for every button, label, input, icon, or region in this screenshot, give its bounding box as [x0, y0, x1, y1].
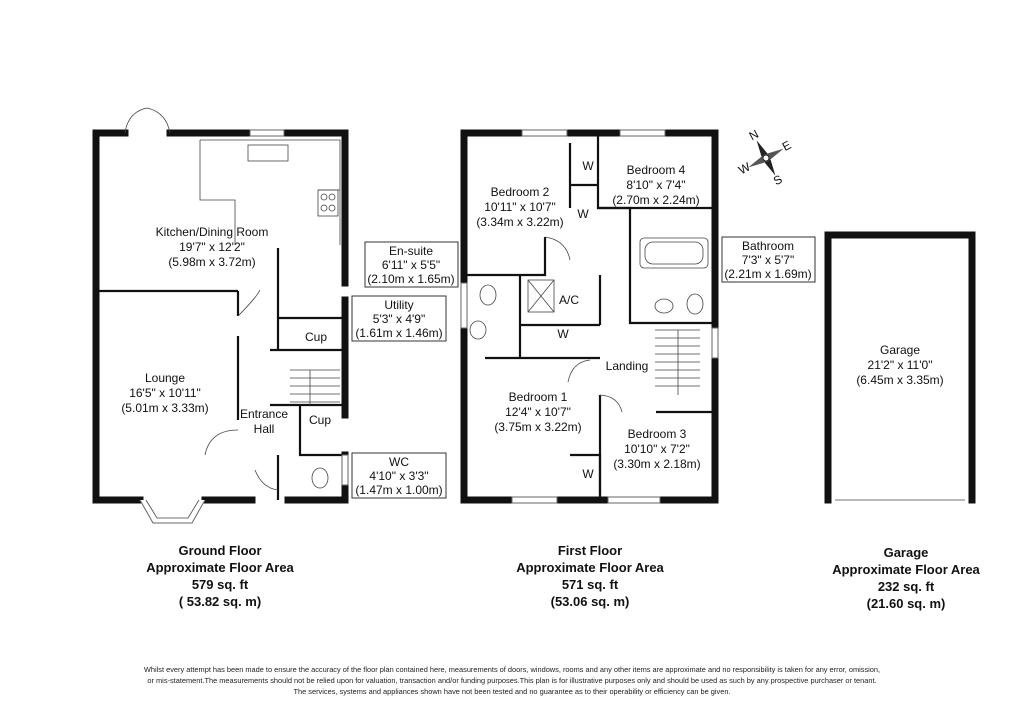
label-bedroom3: Bedroom 3 10'10" x 7'2" (3.30m x 2.18m)	[613, 427, 700, 471]
compass-rose-icon: N E S W	[736, 127, 794, 188]
bedroom4-metric: (2.70m x 2.24m)	[612, 193, 699, 207]
first-floor-subtitle: Approximate Floor Area	[516, 560, 664, 575]
garage-name: Garage	[880, 343, 920, 357]
entrance-line1: Entrance	[240, 407, 288, 421]
label-bedroom2: Bedroom 2 10'11" x 10'7" (3.34m x 3.22m)	[476, 185, 563, 229]
bedroom1-imperial: 12'4" x 10'7"	[505, 405, 571, 419]
ground-floor-sqm: ( 53.82 sq. m)	[178, 594, 262, 609]
wardrobe-4-label: W	[582, 467, 594, 481]
kitchen-metric: (5.98m x 3.72m)	[168, 255, 255, 269]
lounge-metric: (5.01m x 3.33m)	[121, 401, 208, 415]
bedroom1-name: Bedroom 1	[509, 390, 568, 404]
ground-floor-title: Ground Floor	[178, 543, 262, 558]
lounge-imperial: 16'5" x 10'11"	[129, 386, 201, 400]
cupboard-1-label: Cup	[305, 330, 327, 344]
bedroom3-imperial: 10'10" x 7'2"	[624, 442, 690, 456]
compass-s: S	[771, 172, 785, 188]
compass-n: N	[747, 127, 761, 143]
bedroom2-metric: (3.34m x 3.22m)	[476, 215, 563, 229]
garage-title: Garage	[883, 545, 929, 560]
label-ensuite: En-suite 6'11" x 5'5" (2.10m x 1.65m)	[364, 241, 459, 288]
disclaimer: Whilst every attempt has been made to en…	[0, 664, 1024, 697]
label-bathroom: Bathroom 7'3" x 5'7" (2.21m x 1.69m)	[721, 236, 816, 283]
first-floor-title: First Floor	[557, 543, 623, 558]
bathroom-imperial: 7'3" x 5'7"	[742, 253, 794, 267]
landing-label: Landing	[606, 359, 649, 373]
lounge-name: Lounge	[145, 371, 185, 385]
garage-summary: Garage Approximate Floor Area 232 sq. ft…	[796, 544, 1016, 612]
utility-metric: (1.61m x 1.46m)	[355, 326, 442, 340]
utility-name: Utility	[384, 298, 413, 312]
ac-cupboard-label: A/C	[559, 293, 579, 307]
ensuite-metric: (2.10m x 1.65m)	[367, 272, 454, 286]
garage-sqm: (21.60 sq. m)	[866, 596, 946, 611]
wardrobe-3-label: W	[557, 327, 569, 341]
disclaimer-line1: Whilst every attempt has been made to en…	[143, 665, 881, 674]
wardrobe-2-label: W	[577, 207, 589, 221]
bedroom3-metric: (3.30m x 2.18m)	[613, 457, 700, 471]
wc-metric: (1.47m x 1.00m)	[355, 483, 442, 497]
utility-imperial: 5'3" x 4'9"	[373, 312, 425, 326]
label-bedroom1: Bedroom 1 12'4" x 10'7" (3.75m x 3.22m)	[494, 390, 581, 434]
label-entrance-hall: Entrance Hall	[240, 407, 288, 436]
ground-floor-plan	[92, 107, 349, 524]
bedroom2-name: Bedroom 2	[491, 185, 550, 199]
label-wc: WC 4'10" x 3'3" (1.47m x 1.00m)	[351, 452, 447, 499]
garage-sqft: 232 sq. ft	[877, 579, 935, 594]
compass-w: W	[736, 159, 753, 177]
bathroom-name: Bathroom	[742, 239, 794, 253]
bedroom4-imperial: 8'10" x 7'4"	[626, 178, 685, 192]
entrance-line2: Hall	[254, 422, 275, 436]
first-floor-sqm: (53.06 sq. m)	[550, 594, 630, 609]
ensuite-name: En-suite	[389, 244, 433, 258]
label-kitchen: Kitchen/Dining Room 19'7" x 12'2" (5.98m…	[156, 225, 269, 269]
cupboard-2-label: Cup	[309, 413, 331, 427]
ensuite-imperial: 6'11" x 5'5"	[382, 258, 440, 272]
bedroom2-imperial: 10'11" x 10'7"	[484, 200, 556, 214]
bedroom4-name: Bedroom 4	[627, 163, 686, 177]
ground-floor-subtitle: Approximate Floor Area	[146, 560, 294, 575]
disclaimer-line2: or mis-statement.The measurements should…	[147, 676, 877, 685]
garage-imperial: 21'2" x 11'0"	[868, 358, 933, 372]
compass-e: E	[780, 138, 794, 154]
label-utility: Utility 5'3" x 4'9" (1.61m x 1.46m)	[351, 295, 447, 342]
first-floor-summary: First Floor Approximate Floor Area 571 s…	[480, 542, 700, 610]
bedroom3-name: Bedroom 3	[628, 427, 687, 441]
kitchen-imperial: 19'7" x 12'2"	[179, 240, 245, 254]
disclaimer-line3: The services, systems and appliances sho…	[293, 687, 731, 696]
first-floor-plan	[460, 129, 719, 504]
garage-metric: (6.45m x 3.35m)	[856, 373, 943, 387]
label-lounge: Lounge 16'5" x 10'11" (5.01m x 3.33m)	[121, 371, 208, 415]
wardrobe-1-label: W	[582, 159, 594, 173]
ground-floor-sqft: 579 sq. ft	[191, 577, 249, 592]
kitchen-name: Kitchen/Dining Room	[156, 225, 269, 239]
ground-floor-summary: Ground Floor Approximate Floor Area 579 …	[110, 542, 330, 610]
garage-subtitle: Approximate Floor Area	[832, 562, 980, 577]
first-floor-sqft: 571 sq. ft	[561, 577, 619, 592]
label-garage: Garage 21'2" x 11'0" (6.45m x 3.35m)	[856, 343, 943, 387]
bedroom1-metric: (3.75m x 3.22m)	[494, 420, 581, 434]
label-bedroom4: Bedroom 4 8'10" x 7'4" (2.70m x 2.24m)	[612, 163, 699, 207]
wc-name: WC	[389, 455, 409, 469]
wc-imperial: 4'10" x 3'3"	[369, 469, 428, 483]
garage-plan	[824, 231, 976, 504]
bathroom-metric: (2.21m x 1.69m)	[724, 267, 811, 281]
